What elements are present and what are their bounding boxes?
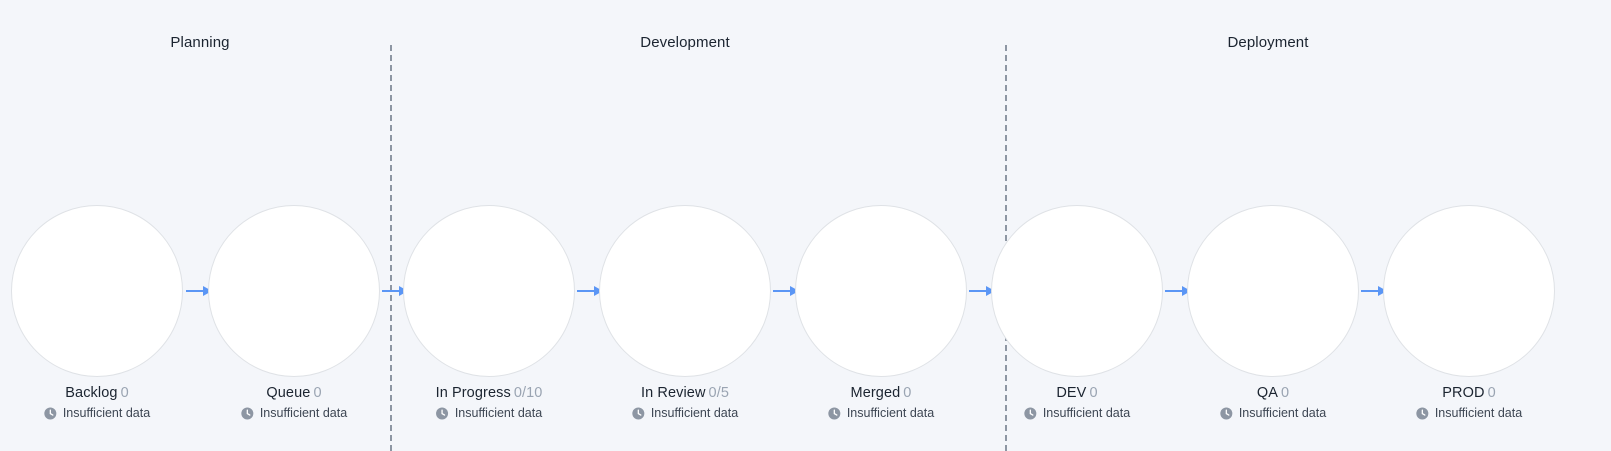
clock-icon (1220, 407, 1233, 420)
clock-icon (44, 407, 57, 420)
stage-node-circle[interactable] (599, 205, 771, 377)
stage-title-text: PROD (1442, 385, 1485, 401)
phase-header-development: Development (640, 34, 730, 51)
stage-title-text: Queue (266, 385, 311, 401)
stage-status-text: Insufficient data (259, 406, 348, 420)
stage-status-in-progress: Insufficient data (436, 405, 543, 422)
stage-status-text: Insufficient data (650, 406, 739, 420)
stage-status-in-review: Insufficient data (632, 405, 738, 422)
connector-arrow-5 (969, 285, 995, 297)
stage-count-prod: 0 (1487, 385, 1496, 401)
stage-status-text: Insufficient data (846, 406, 935, 420)
stage-node-in-progress[interactable] (403, 205, 575, 377)
clock-icon (1416, 407, 1429, 420)
stage-node-circle[interactable] (795, 205, 967, 377)
phase-header-deployment: Deployment (1227, 34, 1309, 51)
connector-arrow-6 (1165, 285, 1191, 297)
stage-status-text: Insufficient data (1238, 406, 1327, 420)
stage-status-qa: Insufficient data (1220, 405, 1326, 422)
stage-status-text: Insufficient data (62, 406, 151, 420)
stage-count-merged: 0 (903, 385, 912, 401)
stage-node-circle[interactable] (991, 205, 1163, 377)
clock-icon (241, 407, 254, 420)
stage-title-text: Backlog (65, 385, 118, 401)
stage-node-queue[interactable] (208, 205, 380, 377)
connector-arrow-1 (186, 285, 212, 297)
stage-title-text: DEV (1056, 385, 1087, 401)
stage-title-text: In Review (640, 385, 706, 401)
stage-status-backlog: Insufficient data (44, 405, 150, 422)
stage-count-qa: 0 (1280, 385, 1290, 401)
stage-status-text: Insufficient data (1042, 406, 1131, 420)
stage-title-text: In Progress (435, 385, 511, 401)
clock-icon (436, 407, 449, 420)
stage-node-circle[interactable] (1383, 205, 1555, 377)
stage-node-circle[interactable] (403, 205, 575, 377)
stage-title-text: Merged (850, 385, 901, 401)
stage-node-qa[interactable] (1187, 205, 1359, 377)
stage-status-text: Insufficient data (454, 406, 543, 420)
stage-title-text: QA (1256, 385, 1278, 401)
stage-count-in-progress: 0/10 (513, 385, 543, 401)
stage-node-merged[interactable] (795, 205, 967, 377)
stage-node-prod[interactable] (1383, 205, 1555, 377)
clock-icon (632, 407, 645, 420)
stage-status-text: Insufficient data (1434, 406, 1523, 420)
stage-status-queue: Insufficient data (241, 405, 347, 422)
stage-node-backlog[interactable] (11, 205, 183, 377)
stage-count-queue: 0 (313, 385, 322, 401)
stage-status-prod: Insufficient data (1416, 405, 1522, 422)
stage-count-dev: 0 (1089, 385, 1098, 401)
phase-header-planning: Planning (170, 34, 230, 51)
stage-count-in-review: 0/5 (708, 385, 730, 401)
connector-arrow-7 (1361, 285, 1387, 297)
stage-node-circle[interactable] (1187, 205, 1359, 377)
stage-node-in-review[interactable] (599, 205, 771, 377)
clock-icon (828, 407, 841, 420)
stage-status-merged: Insufficient data (828, 405, 934, 422)
stage-node-dev[interactable] (991, 205, 1163, 377)
stage-node-circle[interactable] (208, 205, 380, 377)
stage-count-backlog: 0 (120, 385, 129, 401)
stage-status-dev: Insufficient data (1024, 405, 1130, 422)
clock-icon (1024, 407, 1037, 420)
stage-node-circle[interactable] (11, 205, 183, 377)
phase-divider-1 (390, 45, 392, 451)
connector-arrow-4 (773, 285, 799, 297)
connector-arrow-3 (577, 285, 603, 297)
